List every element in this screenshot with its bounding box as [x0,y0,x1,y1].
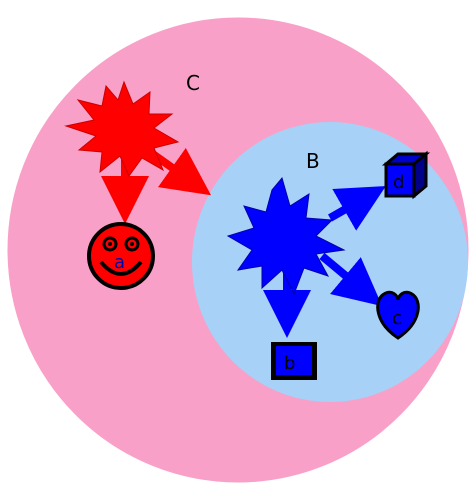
node-b-square-icon [271,342,317,380]
node-d-cube-icon [381,150,431,200]
edge-blue-star-to-c [319,252,383,307]
node-a-label: a [114,252,125,273]
blue-star-icon [226,176,346,296]
node-b-label: b [284,353,295,374]
red-star-icon [64,80,180,177]
set-b-label: B [306,149,320,173]
node-c-heart-icon [376,290,420,340]
node-a-smiley-icon [87,222,155,290]
node-d-label: d [393,172,404,193]
edge-blue-star-to-d [328,186,386,231]
node-c-label: c [392,308,402,329]
set-c-label: C [186,71,200,95]
